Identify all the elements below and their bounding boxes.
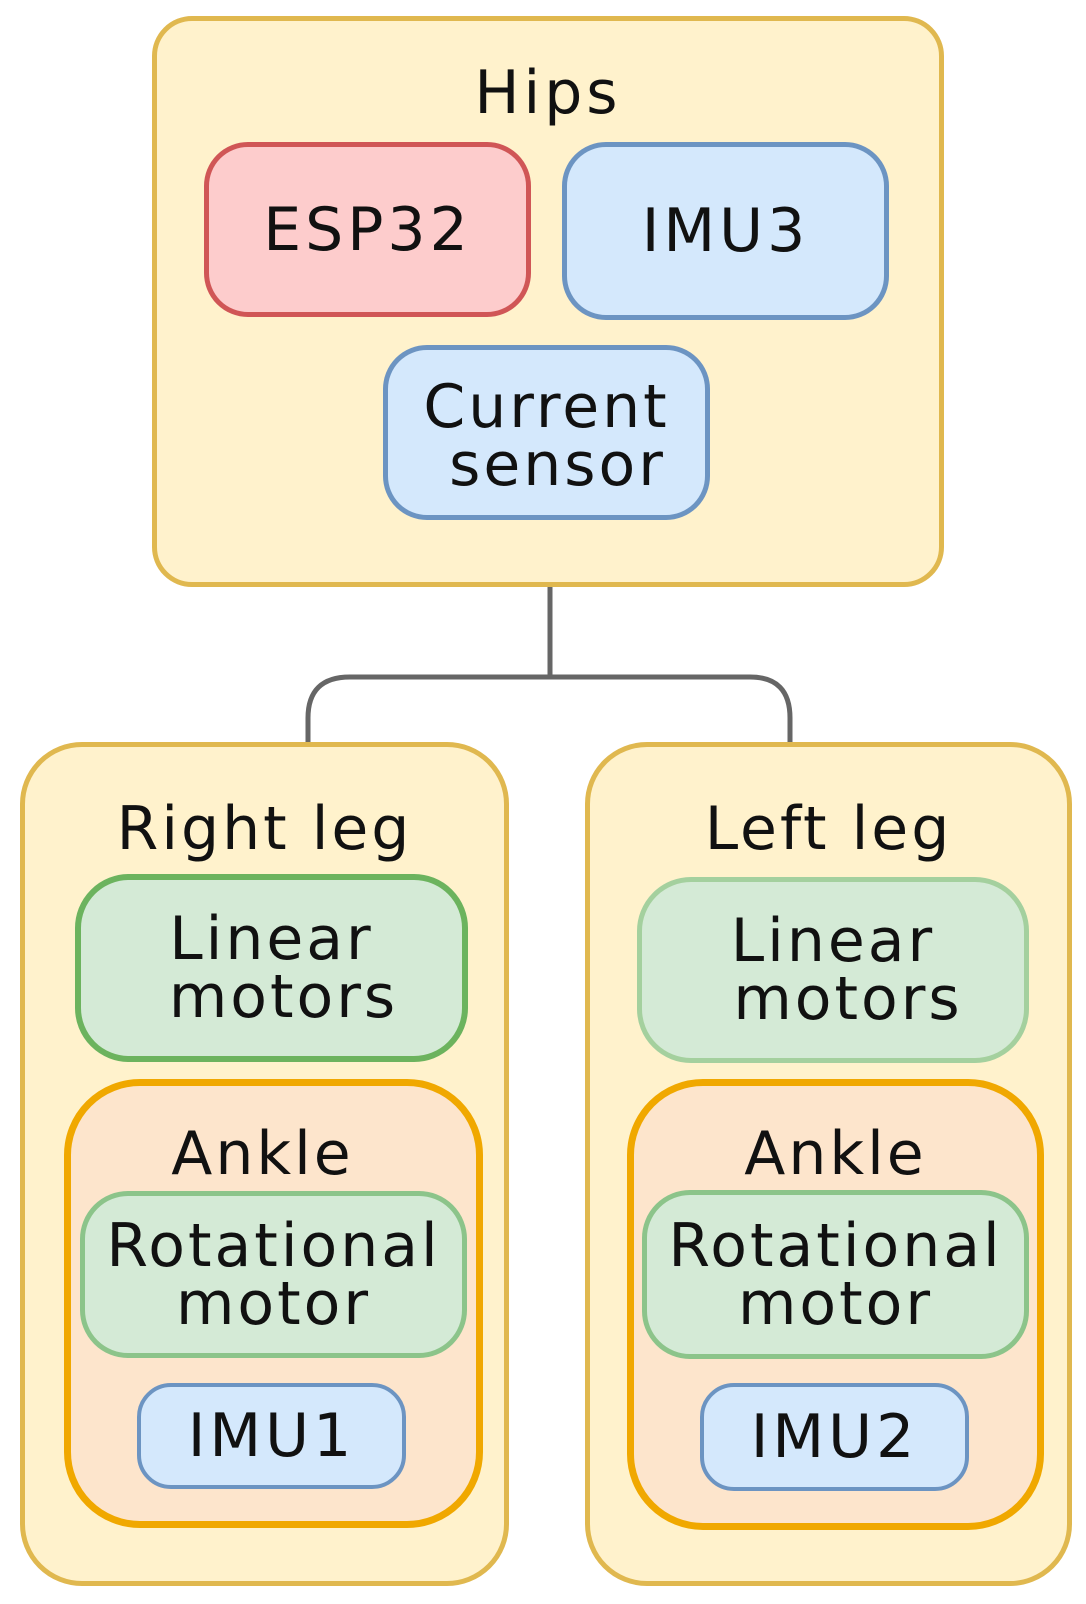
right-rotational-motor-line2: motor bbox=[175, 1268, 372, 1339]
imu3-node: IMU3 bbox=[562, 142, 889, 320]
imu2-label: IMU2 bbox=[750, 1402, 919, 1472]
left-linear-motors-node: Linear motors bbox=[637, 877, 1029, 1063]
left-linear-motors-line1: Linear bbox=[730, 906, 936, 976]
current-sensor-label-line1: Current bbox=[423, 371, 670, 442]
left-rotational-motor-node: Rotational motor bbox=[642, 1190, 1029, 1359]
right-rotational-motor-line1: Rotational bbox=[106, 1210, 441, 1281]
right-linear-motors-line2: motors bbox=[168, 962, 399, 1032]
right-ankle-title: Ankle bbox=[171, 1119, 354, 1189]
left-linear-motors-line2: motors bbox=[733, 964, 963, 1034]
imu1-node: IMU1 bbox=[137, 1383, 406, 1489]
esp32-label: ESP32 bbox=[263, 194, 472, 265]
right-linear-motors-line1: Linear bbox=[169, 904, 374, 974]
hips-title: Hips bbox=[474, 58, 622, 128]
right-linear-motors-node: Linear motors bbox=[75, 874, 468, 1062]
left-rotational-motor-line1: Rotational bbox=[668, 1210, 1003, 1281]
esp32-node: ESP32 bbox=[204, 142, 531, 317]
left-ankle-title: Ankle bbox=[744, 1119, 927, 1189]
imu3-label: IMU3 bbox=[641, 196, 810, 266]
current-sensor-label-line2: sensor bbox=[449, 429, 666, 500]
right-rotational-motor-node: Rotational motor bbox=[80, 1191, 467, 1358]
connector-line bbox=[305, 582, 793, 745]
left-leg-title: Left leg bbox=[704, 794, 953, 864]
left-rotational-motor-line2: motor bbox=[737, 1268, 934, 1339]
imu2-node: IMU2 bbox=[700, 1383, 969, 1491]
current-sensor-node: Current sensor bbox=[383, 345, 710, 520]
right-leg-title: Right leg bbox=[116, 794, 413, 864]
imu1-label: IMU1 bbox=[187, 1401, 356, 1471]
